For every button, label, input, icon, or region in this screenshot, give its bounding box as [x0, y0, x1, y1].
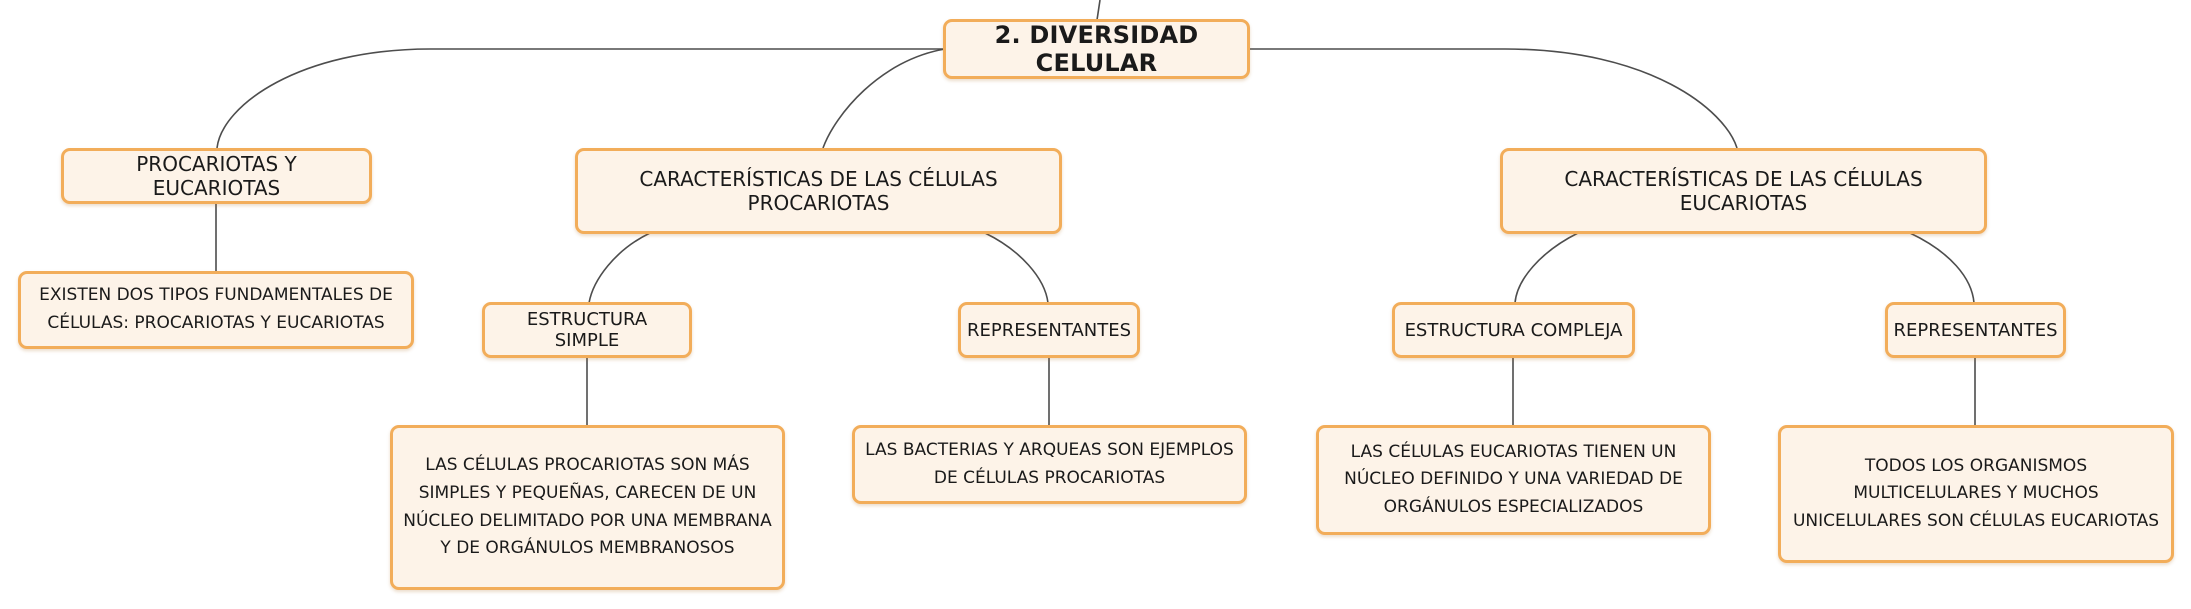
detail-estructura-compleja[interactable]: LAS CÉLULAS EUCARIOTAS TIENEN UN NÚCLEO … [1316, 425, 1711, 535]
node-estructura-compleja[interactable]: ESTRUCTURA COMPLEJA [1392, 302, 1635, 358]
node-estructura-simple[interactable]: ESTRUCTURA SIMPLE [482, 302, 692, 358]
node-caracteristicas-procariotas[interactable]: CARACTERÍSTICAS DE LAS CÉLULAS PROCARIOT… [575, 148, 1062, 234]
node-procariotas-y-eucariotas-label: PROCARIOTAS Y EUCARIOTAS [136, 152, 297, 200]
node-representantes-procariotas[interactable]: REPRESENTANTES [958, 302, 1140, 358]
node-caracteristicas-procariotas-label: CARACTERÍSTICAS DE LAS CÉLULAS PROCARIOT… [639, 167, 998, 215]
node-procariotas-y-eucariotas[interactable]: PROCARIOTAS Y EUCARIOTAS [61, 148, 372, 204]
connector-root-procariotas-eucariotas [216, 48, 945, 149]
connector-root-caracteristicas-procariotas [822, 48, 946, 149]
connector-root-caracteristicas-eucariotas [1250, 48, 1738, 149]
root-node-label: 2. DIVERSIDAD CELULAR [994, 21, 1199, 77]
connector-eucariotas-representantes [1909, 232, 1975, 304]
node-estructura-compleja-label: ESTRUCTURA COMPLEJA [1404, 319, 1623, 341]
node-caracteristicas-eucariotas-label: CARACTERÍSTICAS DE LAS CÉLULAS EUCARIOTA… [1564, 167, 1923, 215]
detail-representantes-procariotas[interactable]: LAS BACTERIAS Y ARQUEAS SON EJEMPLOS DE … [852, 425, 1247, 504]
connector-root-incoming [1096, 0, 1101, 21]
connector-eucariotas-estructura-compleja [1514, 232, 1579, 304]
detail-representantes-procariotas-text: LAS BACTERIAS Y ARQUEAS SON EJEMPLOS DE … [865, 439, 1234, 488]
detail-procariotas-y-eucariotas-text: EXISTEN DOS TIPOS FUNDAMENTALES DE CÉLUL… [39, 285, 393, 333]
root-node[interactable]: 2. DIVERSIDAD CELULAR [943, 19, 1250, 79]
node-caracteristicas-eucariotas[interactable]: CARACTERÍSTICAS DE LAS CÉLULAS EUCARIOTA… [1500, 148, 1987, 234]
detail-representantes-eucariotas-text: TODOS LOS ORGANISMOS MULTICELULARES Y MU… [1792, 455, 2160, 531]
node-representantes-eucariotas-label: REPRESENTANTES [1893, 319, 2058, 341]
connector-procariotas-representantes [984, 232, 1049, 304]
detail-representantes-eucariotas[interactable]: TODOS LOS ORGANISMOS MULTICELULARES Y MU… [1778, 425, 2174, 563]
node-estructura-simple-label: ESTRUCTURA SIMPLE [526, 309, 648, 351]
node-representantes-procariotas-label: REPRESENTANTES [966, 319, 1132, 341]
detail-procariotas-y-eucariotas[interactable]: EXISTEN DOS TIPOS FUNDAMENTALES DE CÉLUL… [18, 271, 414, 349]
detail-estructura-simple[interactable]: LAS CÉLULAS PROCARIOTAS SON MÁS SIMPLES … [390, 425, 785, 590]
detail-estructura-compleja-text: LAS CÉLULAS EUCARIOTAS TIENEN UN NÚCLEO … [1344, 441, 1683, 517]
node-representantes-eucariotas[interactable]: REPRESENTANTES [1885, 302, 2066, 358]
connector-procariotas-estructura-simple [588, 232, 651, 304]
detail-estructura-simple-text: LAS CÉLULAS PROCARIOTAS SON MÁS SIMPLES … [403, 455, 772, 559]
